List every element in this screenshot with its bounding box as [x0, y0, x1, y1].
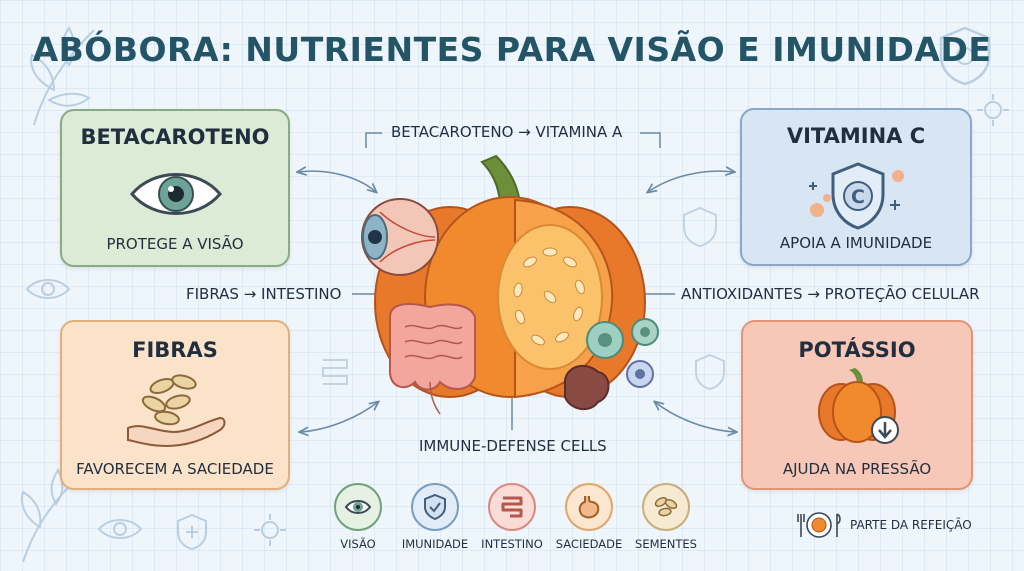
shield-decoration-icon [683, 206, 717, 248]
shield-icon: C [809, 162, 904, 230]
card-title: VITAMINA C [786, 124, 926, 148]
label-fibras-intestino: FIBRAS → INTESTINO [186, 285, 342, 303]
card-subtitle: PROTEGE A VISÃO [106, 235, 244, 253]
eye-decoration-icon [97, 519, 143, 539]
seeds-icon [654, 496, 678, 517]
footer-note: PARTE DA REFEIÇÃO [850, 518, 972, 532]
intestine-decoration-icon [322, 359, 348, 385]
legend-item-imunidade: IMUNIDADE [397, 483, 473, 551]
eye-decoration-icon [25, 279, 71, 299]
card-subtitle: AJUDA NA PRESSÃO [782, 460, 932, 478]
label-antioxidantes: ANTIOXIDANTES → PROTEÇÃO CELULAR [681, 285, 980, 303]
card-title: BETACAROTENO [80, 125, 270, 149]
card-subtitle: FAVORECEM A SACIEDADE [76, 460, 274, 478]
plate-icon [797, 512, 841, 538]
card-title: FIBRAS [132, 338, 218, 362]
shield-decoration-icon [939, 26, 991, 86]
legend-label: VISÃO [340, 537, 376, 551]
seeds-hand-icon [127, 374, 226, 448]
card-potassio: POTÁSSIO AJUDA NA PRESSÃO [741, 320, 973, 490]
legend-item-saciedade: SACIEDADE [551, 483, 627, 551]
card-fibras: FIBRAS FAVORECEM A SACIEDADE [60, 320, 290, 490]
eye-icon [130, 173, 222, 215]
legend-item-sementes: SEMENTES [628, 483, 704, 551]
legend-label: IMUNIDADE [401, 537, 469, 551]
card-betacaroteno: BETACAROTENO PROTEGE A VISÃO [60, 109, 290, 267]
stomach-icon [578, 496, 600, 519]
shield-icon [424, 493, 446, 521]
legend-label: SEMENTES [635, 537, 697, 551]
virus-decoration-icon [977, 94, 1009, 126]
label-betacaroteno-vitamina-a: BETACAROTENO → VITAMINA A [391, 123, 623, 141]
virus-decoration-icon [254, 514, 286, 546]
card-title: POTÁSSIO [798, 338, 916, 362]
pumpkin-down-icon [818, 368, 899, 444]
legend-label: INTESTINO [481, 537, 543, 551]
legend-item-visao: VISÃO [320, 483, 396, 551]
svg-text:C: C [851, 186, 865, 208]
shield-decoration-icon [177, 513, 207, 551]
label-immune-cells: IMMUNE-DEFENSE CELLS [419, 437, 607, 455]
pumpkin-illustration [361, 154, 659, 415]
card-vitamina-c: VITAMINA C C APOIA A IMUNIDADE [740, 108, 972, 266]
legend-label: SACIEDADE [555, 537, 623, 551]
legend-item-intestino: INTESTINO [474, 483, 550, 551]
intestine-icon [501, 496, 523, 518]
leaf-decoration-icon [30, 26, 95, 126]
shield-decoration-icon [695, 353, 725, 391]
page-title: ABÓBORA: NUTRIENTES PARA VISÃO E IMUNIDA… [32, 30, 992, 69]
card-subtitle: APOIA A IMUNIDADE [779, 234, 933, 252]
eye-icon [344, 500, 372, 514]
